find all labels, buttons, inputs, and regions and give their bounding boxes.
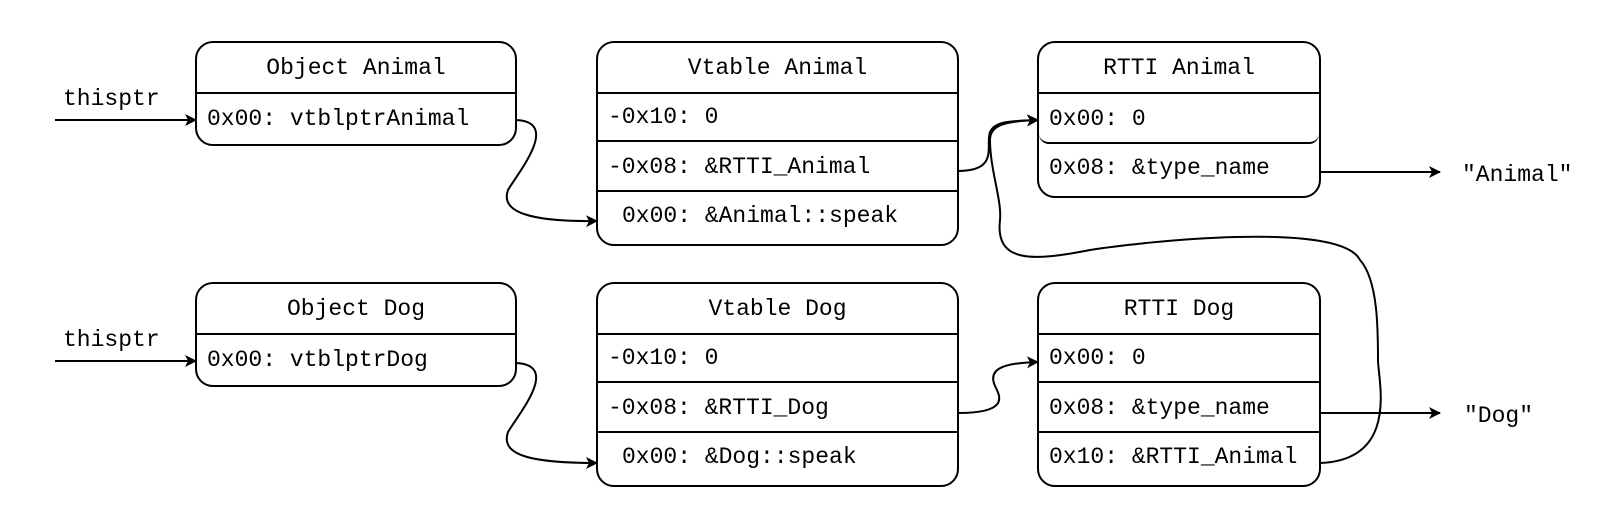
string-dog: "Dog": [1464, 403, 1534, 429]
vtable-animal-box: Vtable Animal -0x10: 0 -0x08: &RTTI_Anim…: [596, 41, 959, 246]
vtable-animal-title: Vtable Animal: [598, 43, 957, 94]
thisptr-label-top: thisptr: [63, 86, 160, 112]
object-dog-title: Object Dog: [197, 284, 515, 335]
object-animal-vtblptr-row: 0x00: vtblptrAnimal: [207, 106, 470, 132]
arrow-vtable-animal-to-rtti-animal: [957, 114, 1039, 172]
vtable-dog-box: Vtable Dog -0x10: 0 -0x08: &RTTI_Dog 0x0…: [596, 282, 959, 487]
rtti-animal-type-name-row: 0x08: &type_name: [1049, 155, 1270, 181]
thisptr-label-bottom: thisptr: [63, 327, 160, 353]
rtti-dog-title: RTTI Dog: [1039, 284, 1319, 335]
vtable-dog-rtti-row: -0x08: &RTTI_Dog: [598, 381, 957, 431]
vtable-animal-rtti-row: -0x08: &RTTI_Animal: [598, 140, 957, 190]
string-animal: "Animal": [1462, 162, 1573, 188]
rtti-dog-type-name-row: 0x08: &type_name: [1039, 381, 1319, 431]
vtable-dog-offset-row: -0x10: 0: [608, 345, 719, 371]
object-animal-box: Object Animal 0x00: vtblptrAnimal: [195, 41, 517, 146]
arrow-vtblptr-dog-to-vtable-dog: [505, 362, 598, 469]
arrow-rtti-dog-parent-to-rtti-animal: [988, 114, 1382, 464]
vtable-animal-speak-row: 0x00: &Animal::speak: [598, 190, 957, 238]
vtable-dog-title: Vtable Dog: [598, 284, 957, 335]
arrow-vtable-dog-to-rtti-dog: [957, 356, 1039, 414]
rtti-animal-offset-row: 0x00: 0: [1039, 94, 1319, 144]
object-animal-title: Object Animal: [197, 43, 515, 94]
arrow-vtblptr-animal-to-vtable-animal: [505, 119, 598, 228]
rtti-dog-parent-row: 0x10: &RTTI_Animal: [1039, 431, 1319, 479]
rtti-dog-offset-row: 0x00: 0: [1049, 345, 1146, 371]
rtti-dog-box: RTTI Dog 0x00: 0 0x08: &type_name 0x10: …: [1037, 282, 1321, 487]
rtti-animal-box: RTTI Animal 0x00: 0 0x08: &type_name: [1037, 41, 1321, 198]
rtti-animal-title: RTTI Animal: [1039, 43, 1319, 94]
vtable-dog-speak-row: 0x00: &Dog::speak: [598, 431, 957, 479]
vtable-animal-offset-row: -0x10: 0: [608, 104, 719, 130]
object-dog-vtblptr-row: 0x00: vtblptrDog: [207, 347, 428, 373]
object-dog-box: Object Dog 0x00: vtblptrDog: [195, 282, 517, 387]
